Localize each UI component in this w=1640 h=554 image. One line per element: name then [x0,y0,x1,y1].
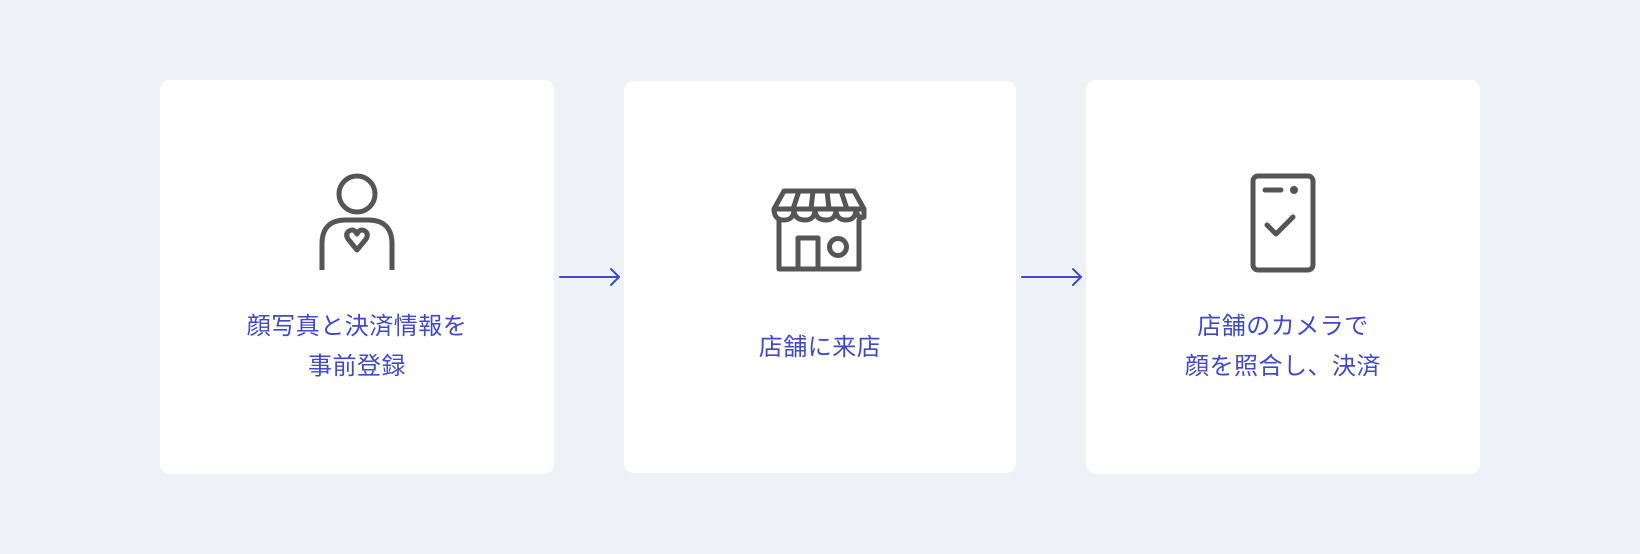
step-label-line: 事前登録 [308,352,406,380]
step-card-pay: 店舗のカメラで 顔を照合し、決済 [1086,80,1480,474]
arrow-right-icon [1020,266,1084,288]
step-label-register: 顔写真と決済情報を 事前登録 [160,306,554,386]
step-label-line: 店舗に来店 [758,333,882,361]
step-card-visit: 店舗に来店 [624,81,1016,473]
step-label-line: 店舗のカメラで [1197,312,1369,340]
step-label-visit: 店舗に来店 [624,327,1016,367]
step-label-line: 顔を照合し、決済 [1185,352,1381,380]
person-heart-icon [305,172,409,276]
store-icon [768,173,872,277]
step-label-pay: 店舗のカメラで 顔を照合し、決済 [1086,306,1480,386]
phone-check-icon [1231,172,1335,276]
step-label-line: 顔写真と決済情報を [246,312,468,340]
step-card-register: 顔写真と決済情報を 事前登録 [160,80,554,474]
arrow-right-icon [558,266,622,288]
